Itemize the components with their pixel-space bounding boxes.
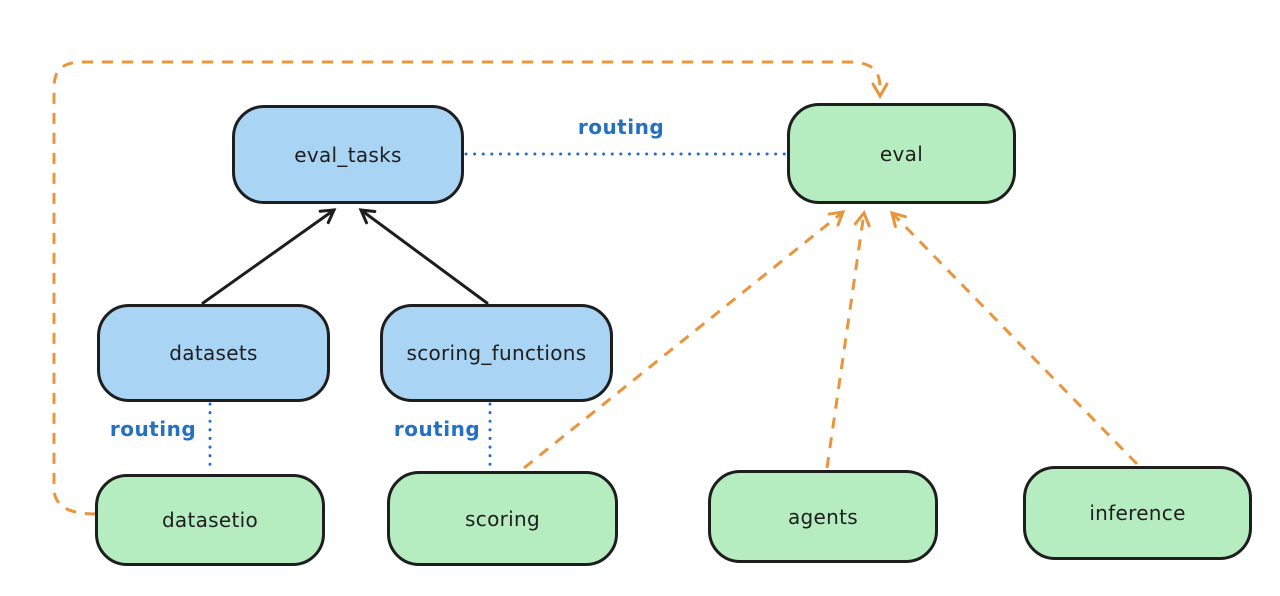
node-inference: inference <box>1023 466 1252 560</box>
node-agents: agents <box>708 470 938 563</box>
routing-label-top: routing <box>577 115 665 139</box>
node-datasets: datasets <box>97 304 330 402</box>
node-datasetio: datasetio <box>95 474 325 566</box>
node-eval: eval <box>787 103 1016 204</box>
node-label: eval_tasks <box>294 142 402 167</box>
edge-scoring-functions-to-eval-tasks <box>358 208 489 305</box>
edge-datasetio-to-eval-around <box>52 60 889 516</box>
node-scoring-functions: scoring_functions <box>380 304 613 402</box>
node-label: inference <box>1089 501 1186 525</box>
node-label: scoring_functions <box>406 341 587 365</box>
node-label: datasetio <box>161 508 259 532</box>
edge-datasets-to-eval-tasks <box>201 208 337 305</box>
edge-scoring-to-eval <box>523 210 846 470</box>
node-label: eval <box>879 141 924 166</box>
node-label: scoring <box>465 506 540 531</box>
routing-label-scoring-functions-scoring: routing <box>393 417 481 441</box>
node-scoring: scoring <box>387 471 618 566</box>
node-label: datasets <box>169 341 258 365</box>
edge-agents-to-eval <box>825 210 871 469</box>
routing-label-datasets-datasetio: routing <box>109 417 197 441</box>
edge-inference-to-eval <box>889 210 1139 466</box>
node-eval-tasks: eval_tasks <box>232 105 464 204</box>
node-label: agents <box>788 504 858 529</box>
